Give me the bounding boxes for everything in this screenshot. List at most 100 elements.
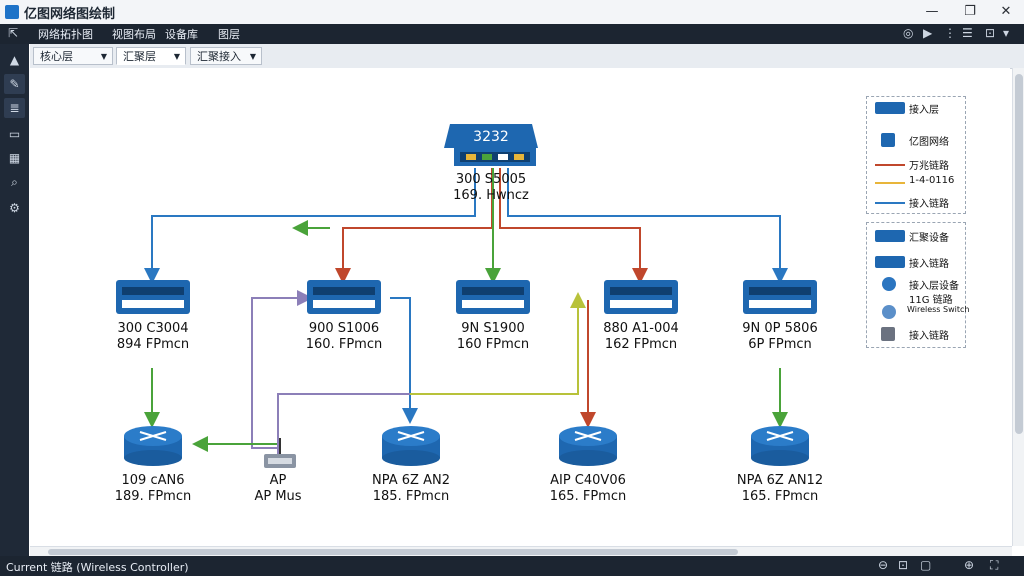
chevron-down-icon[interactable]: ▼ <box>173 52 180 61</box>
label-line: 894 FPmcn <box>116 337 190 352</box>
label-line: 880 A1-004 <box>603 321 679 336</box>
vertical-scroll-thumb[interactable] <box>1015 74 1023 434</box>
switch-icon <box>875 102 905 114</box>
chat-icon[interactable]: ▭ <box>8 127 21 141</box>
search-icon[interactable]: ⌕ <box>11 175 18 189</box>
zoom-out-icon[interactable]: ⊖ <box>878 558 889 572</box>
pointer-icon[interactable]: ▲ <box>9 53 20 67</box>
router-1[interactable] <box>124 426 182 466</box>
access-point[interactable] <box>264 438 296 468</box>
horizontal-scrollbar[interactable] <box>30 546 1012 557</box>
switch-icon <box>875 230 905 242</box>
more-icon[interactable]: ⋮ <box>944 26 956 40</box>
grid-icon[interactable]: ▦ <box>8 151 21 165</box>
ap-label: AP AP Mus <box>203 473 353 505</box>
label-line: NPA 6Z AN2 <box>372 473 450 488</box>
distribution-switch-2[interactable] <box>307 280 381 314</box>
dist5-label: 9N 0P 5806 6P FPmcn <box>705 321 855 353</box>
minimize-button[interactable]: — <box>925 4 939 19</box>
legend-label: 接入链路 <box>909 259 949 270</box>
legend-devices: 汇聚设备 接入链路 接入层设备 11G 链路 Wireless Switch 接… <box>866 222 969 348</box>
title-bar: 亿图网络图绘制 — ❐ ✕ <box>0 0 1024 25</box>
router1-label: 109 cAN6 189. FPmcn <box>78 473 228 505</box>
fullscreen-icon[interactable]: ⛶ <box>990 558 999 572</box>
menu-item-library[interactable]: 设备库 <box>165 28 198 41</box>
legend-item: Wireless Switch <box>871 305 969 321</box>
blue-line-icon <box>875 202 905 204</box>
settings-icon[interactable]: ⚙ <box>9 201 20 215</box>
distribution-switch-3[interactable] <box>456 280 530 314</box>
router-2[interactable] <box>382 426 440 466</box>
menu-item-view[interactable]: 视图布局 <box>112 28 156 41</box>
legend-label: 11G 链路 <box>909 295 953 306</box>
router-4[interactable] <box>751 426 809 466</box>
pen-icon[interactable]: ✎ <box>4 74 25 94</box>
tab-label: 核心层 <box>40 50 73 63</box>
list-icon[interactable]: ☰ <box>962 26 973 40</box>
tab-access[interactable]: 汇聚接入 ▼ <box>190 47 262 65</box>
legend-item: 接入链路 <box>871 255 963 271</box>
label-line: 189. FPmcn <box>114 489 192 504</box>
home-icon[interactable]: ⇱ <box>8 26 19 40</box>
core-links <box>144 168 788 284</box>
label-line: AP <box>269 473 287 488</box>
tab-distribution-layer[interactable]: 汇聚层▼ <box>116 47 186 65</box>
help-icon[interactable]: ◎ <box>903 26 914 40</box>
yellow-line-icon <box>875 182 905 184</box>
server-cube-icon <box>881 327 895 341</box>
legend-label: 亿图网络 <box>909 137 949 148</box>
core-switch-badge: 3232 <box>473 129 509 145</box>
window-title: 亿图网络图绘制 <box>24 7 116 22</box>
distribution-switch-1[interactable] <box>116 280 190 314</box>
dist1-label: 300 C3004 894 FPmcn <box>78 321 228 353</box>
menu-item-topology[interactable]: 网络拓扑图 <box>38 28 93 41</box>
label-line: 6P FPmcn <box>748 337 812 352</box>
maximize-button[interactable]: ❐ <box>964 4 976 19</box>
menu-item-layers[interactable]: 图层 <box>218 28 240 41</box>
export-icon[interactable]: ⊡ <box>985 26 996 40</box>
diagram-canvas[interactable]: 3232 <box>30 68 1010 546</box>
core-switch-label: 300 S5005 169. Hwncz <box>416 172 566 204</box>
legend-label: 万兆链路 <box>909 161 949 172</box>
label-line: 165. FPmcn <box>741 489 819 504</box>
page-icon[interactable]: ▢ <box>920 558 932 572</box>
legend-links: 接入层 亿图网络 万兆链路 1-4-0116 接入链路 <box>866 96 966 214</box>
label-line: 300 C3004 <box>117 321 189 336</box>
label-line: 900 S1006 <box>308 321 380 336</box>
core-switch[interactable]: 3232 <box>444 124 538 166</box>
tab-label: 汇聚接入 <box>197 50 241 63</box>
label-line: NPA 6Z AN12 <box>736 473 824 488</box>
horizontal-scroll-thumb[interactable] <box>48 549 738 555</box>
router-icon <box>882 277 896 291</box>
status-text: Current 链路 (Wireless Controller) <box>6 561 189 574</box>
distribution-switch-4[interactable] <box>604 280 678 314</box>
router4-label: NPA 6Z AN12 165. FPmcn <box>705 473 855 505</box>
vertical-scrollbar[interactable] <box>1012 68 1024 546</box>
legend-item: 接入层 <box>871 101 963 117</box>
label-line: 9N S1900 <box>461 321 525 336</box>
label-line: 162 FPmcn <box>604 337 678 352</box>
chevron-down-icon[interactable]: ▼ <box>249 52 256 61</box>
dropdown-icon[interactable]: ▾ <box>1003 26 1010 40</box>
chevron-down-icon[interactable]: ▼ <box>100 52 107 61</box>
play-icon[interactable]: ▶ <box>923 26 933 40</box>
zoom-in-icon[interactable]: ⊕ <box>964 558 975 572</box>
access-links <box>144 290 788 454</box>
label-line: 165. FPmcn <box>549 489 627 504</box>
router2-label: NPA 6Z AN2 185. FPmcn <box>336 473 486 505</box>
legend-item: 11G 链路 <box>871 291 963 307</box>
layers-icon[interactable]: ≣ <box>4 98 25 118</box>
switch-icon <box>875 256 905 268</box>
distribution-switch-5[interactable] <box>743 280 817 314</box>
legend-label: 汇聚设备 <box>909 233 949 244</box>
red-line-icon <box>875 164 905 166</box>
legend-item: 接入链路 <box>871 195 963 211</box>
router-3[interactable] <box>559 426 617 466</box>
tab-core-layer[interactable]: 核心层 ▼ <box>33 47 113 65</box>
close-button[interactable]: ✕ <box>1000 4 1012 19</box>
label-line: 169. Hwncz <box>453 188 529 203</box>
legend-item: 1-4-0116 <box>871 175 963 191</box>
legend-item: 亿图网络 <box>871 133 963 149</box>
fit-icon[interactable]: ⊡ <box>898 558 909 572</box>
dist2-label: 900 S1006 160. FPmcn <box>269 321 419 353</box>
